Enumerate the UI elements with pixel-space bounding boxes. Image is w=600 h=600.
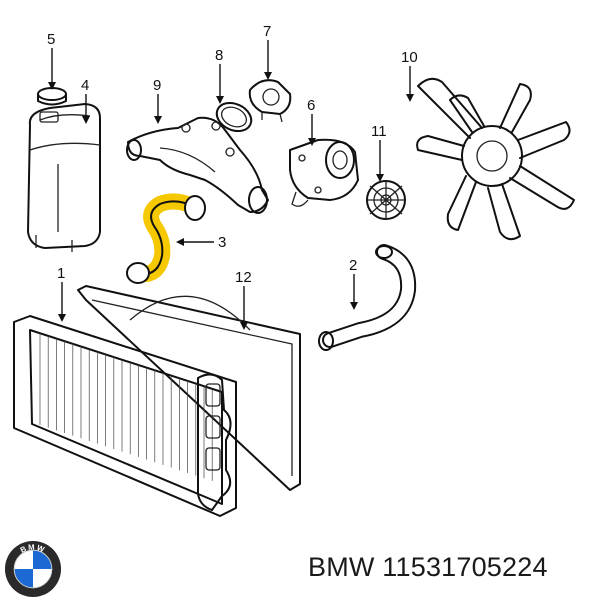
lower-coolant-hose — [318, 244, 417, 351]
radiator-core-grille — [39, 333, 213, 481]
callout-7: 7 — [263, 23, 271, 40]
callout-10: 10 — [401, 49, 418, 66]
part-caption: BMW 11531705224 — [308, 552, 548, 583]
bmw-logo-text: BMW — [19, 543, 46, 555]
thermostat — [248, 79, 292, 123]
callout-labels: 5 4 9 8 7 6 10 11 3 2 12 1 — [47, 23, 418, 286]
cooling-fan — [416, 77, 575, 241]
callout-1: 1 — [57, 265, 65, 282]
callout-9: 9 — [153, 77, 161, 94]
callout-5: 5 — [47, 31, 55, 48]
callout-12: 12 — [235, 269, 252, 286]
leader-lines — [48, 40, 414, 330]
callout-4: 4 — [81, 77, 89, 94]
callout-11: 11 — [371, 123, 387, 140]
expansion-tank-cap — [37, 87, 67, 106]
callout-3: 3 — [218, 234, 226, 251]
caption-brand: BMW — [308, 552, 375, 582]
water-pump — [289, 138, 359, 207]
callout-6: 6 — [307, 97, 315, 114]
highlighted-coolant-hose — [126, 193, 206, 284]
thermostat-housing — [126, 116, 269, 214]
thermostat-gasket — [215, 101, 253, 133]
viscous-fan-clutch — [366, 180, 406, 220]
bmw-logo: BMW — [4, 540, 62, 598]
svg-text:BMW: BMW — [19, 543, 47, 555]
caption-part-number: 11531705224 — [382, 552, 548, 582]
expansion-tank — [27, 103, 101, 252]
callout-2: 2 — [349, 257, 357, 274]
radiator — [13, 315, 237, 517]
fan-shroud — [77, 285, 301, 491]
callout-8: 8 — [215, 47, 223, 64]
